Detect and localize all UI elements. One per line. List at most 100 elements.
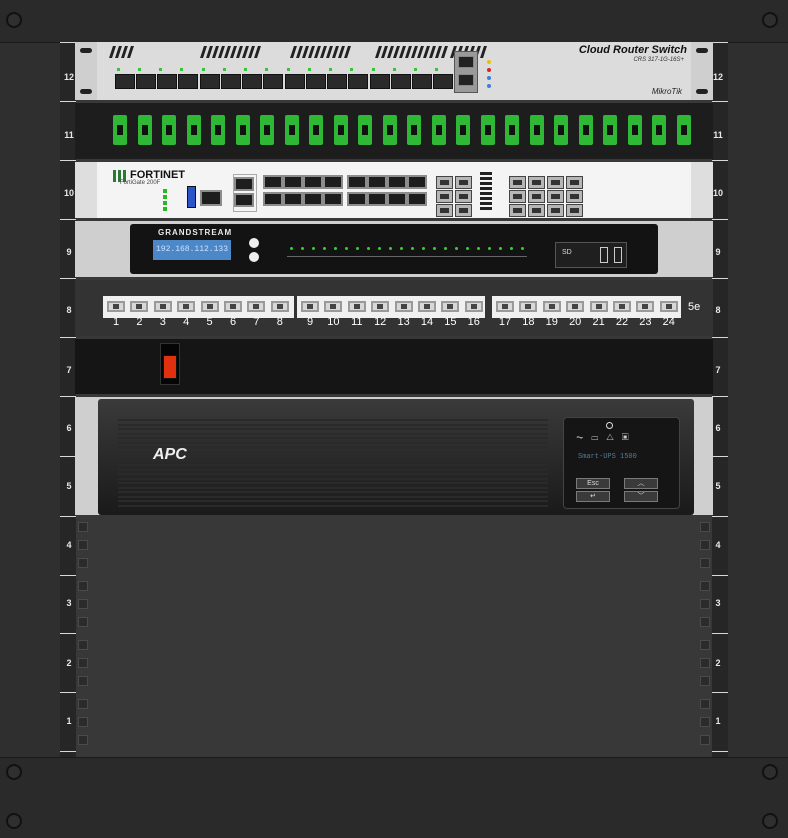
- ethernet-port[interactable]: [589, 301, 608, 312]
- ethernet-port[interactable]: [347, 301, 366, 312]
- ethernet-port[interactable]: [263, 192, 283, 206]
- ethernet-port[interactable]: [659, 301, 678, 312]
- sfp-port[interactable]: [528, 176, 545, 189]
- ethernet-port[interactable]: [234, 193, 254, 207]
- fiber-coupler[interactable]: [309, 115, 323, 145]
- ethernet-port[interactable]: [394, 301, 413, 312]
- fiber-coupler[interactable]: [603, 115, 617, 145]
- ethernet-port[interactable]: [464, 301, 483, 312]
- ethernet-port[interactable]: [303, 192, 323, 206]
- up-button[interactable]: ︿: [624, 478, 658, 489]
- sfp-port[interactable]: [547, 204, 564, 217]
- ethernet-port[interactable]: [387, 192, 407, 206]
- sfp-port[interactable]: [547, 190, 564, 203]
- ethernet-port[interactable]: [323, 192, 343, 206]
- ethernet-port[interactable]: [224, 301, 242, 312]
- sfp-port[interactable]: [455, 176, 472, 189]
- fiber-coupler[interactable]: [627, 115, 642, 145]
- sfp-port[interactable]: [327, 74, 347, 89]
- ethernet-port[interactable]: [407, 192, 427, 206]
- fiber-coupler[interactable]: [554, 115, 568, 145]
- fiber-coupler[interactable]: [431, 115, 446, 145]
- cloud-router-switch[interactable]: Cloud Router Switch CRS 317-1G-16S+ Mikr…: [97, 42, 691, 100]
- fiber-coupler[interactable]: [235, 115, 250, 145]
- fiber-coupler[interactable]: [456, 115, 470, 145]
- ethernet-port[interactable]: [387, 175, 407, 189]
- ethernet-port[interactable]: [542, 301, 561, 312]
- ok-button[interactable]: [249, 252, 259, 262]
- usb-port[interactable]: [600, 247, 608, 263]
- fiber-coupler[interactable]: [480, 115, 495, 145]
- ethernet-port[interactable]: [283, 192, 303, 206]
- sfp-port[interactable]: [566, 190, 583, 203]
- sfp-port[interactable]: [547, 176, 564, 189]
- sfp-port[interactable]: [115, 74, 135, 89]
- ethernet-port[interactable]: [367, 175, 387, 189]
- fiber-coupler[interactable]: [113, 115, 127, 145]
- ethernet-port[interactable]: [458, 56, 474, 68]
- fiber-coupler[interactable]: [137, 115, 152, 145]
- sfp-port[interactable]: [528, 190, 545, 203]
- sfp-port[interactable]: [157, 74, 177, 89]
- ethernet-port[interactable]: [347, 175, 367, 189]
- sfp-port[interactable]: [509, 204, 526, 217]
- usb-port[interactable]: [614, 247, 622, 263]
- fiber-coupler[interactable]: [505, 115, 519, 145]
- sfp-port[interactable]: [370, 74, 390, 89]
- ethernet-port[interactable]: [371, 301, 390, 312]
- fortigate-firewall[interactable]: FORTINET FortiGate 200F: [75, 162, 713, 218]
- fiber-coupler[interactable]: [211, 115, 225, 145]
- usb-port[interactable]: [187, 186, 196, 208]
- ethernet-port[interactable]: [519, 301, 538, 312]
- sfp-port[interactable]: [509, 190, 526, 203]
- sfp-port[interactable]: [200, 74, 220, 89]
- ethernet-port[interactable]: [153, 301, 172, 312]
- grandstream-pbx[interactable]: GRANDSTREAM 192.168.112.133 SD: [130, 224, 658, 274]
- fiber-coupler[interactable]: [407, 115, 421, 145]
- ethernet-port[interactable]: [234, 177, 254, 191]
- ethernet-port[interactable]: [441, 301, 460, 312]
- sfp-port[interactable]: [263, 74, 283, 89]
- fiber-coupler[interactable]: [358, 115, 372, 145]
- sfp-port[interactable]: [348, 74, 368, 89]
- sfp-port[interactable]: [436, 176, 453, 189]
- sfp-port[interactable]: [136, 74, 156, 89]
- fiber-coupler[interactable]: [382, 115, 397, 145]
- down-button[interactable]: ﹀: [624, 491, 658, 502]
- ethernet-port[interactable]: [418, 301, 436, 312]
- console-port[interactable]: [200, 190, 222, 206]
- ethernet-port[interactable]: [407, 175, 427, 189]
- ethernet-port[interactable]: [263, 175, 283, 189]
- ethernet-port[interactable]: [323, 175, 343, 189]
- ethernet-port[interactable]: [283, 175, 303, 189]
- ethernet-port[interactable]: [247, 301, 266, 312]
- ethernet-port[interactable]: [324, 301, 343, 312]
- ethernet-port[interactable]: [200, 301, 219, 312]
- ethernet-port[interactable]: [107, 301, 125, 312]
- ethernet-port[interactable]: [130, 301, 149, 312]
- ethernet-port[interactable]: [270, 301, 289, 312]
- ethernet-port[interactable]: [613, 301, 631, 312]
- sfp-port[interactable]: [285, 74, 305, 89]
- apc-ups[interactable]: APC ⏦▭△▣ Smart-UPS 1500 Esc ↵ ︿ ﹀: [98, 399, 694, 515]
- ethernet-port[interactable]: [177, 301, 196, 312]
- ethernet-port[interactable]: [636, 301, 655, 312]
- sfp-port[interactable]: [436, 204, 453, 217]
- ethernet-port[interactable]: [496, 301, 514, 312]
- sfp-port[interactable]: [178, 74, 198, 89]
- fiber-coupler[interactable]: [676, 115, 691, 145]
- fiber-coupler[interactable]: [162, 115, 176, 145]
- sfp-port[interactable]: [412, 74, 432, 89]
- sfp-port[interactable]: [455, 204, 472, 217]
- ethernet-port[interactable]: [303, 175, 323, 189]
- fiber-coupler[interactable]: [652, 115, 666, 145]
- sfp-port[interactable]: [566, 176, 583, 189]
- esc-button[interactable]: Esc: [576, 478, 610, 489]
- sfp-port[interactable]: [306, 74, 326, 89]
- sfp-port[interactable]: [455, 190, 472, 203]
- sfp-port[interactable]: [566, 204, 583, 217]
- down-arrow-button[interactable]: [249, 238, 259, 248]
- ethernet-port[interactable]: [347, 192, 367, 206]
- fiber-coupler[interactable]: [284, 115, 299, 145]
- enter-button[interactable]: ↵: [576, 491, 610, 502]
